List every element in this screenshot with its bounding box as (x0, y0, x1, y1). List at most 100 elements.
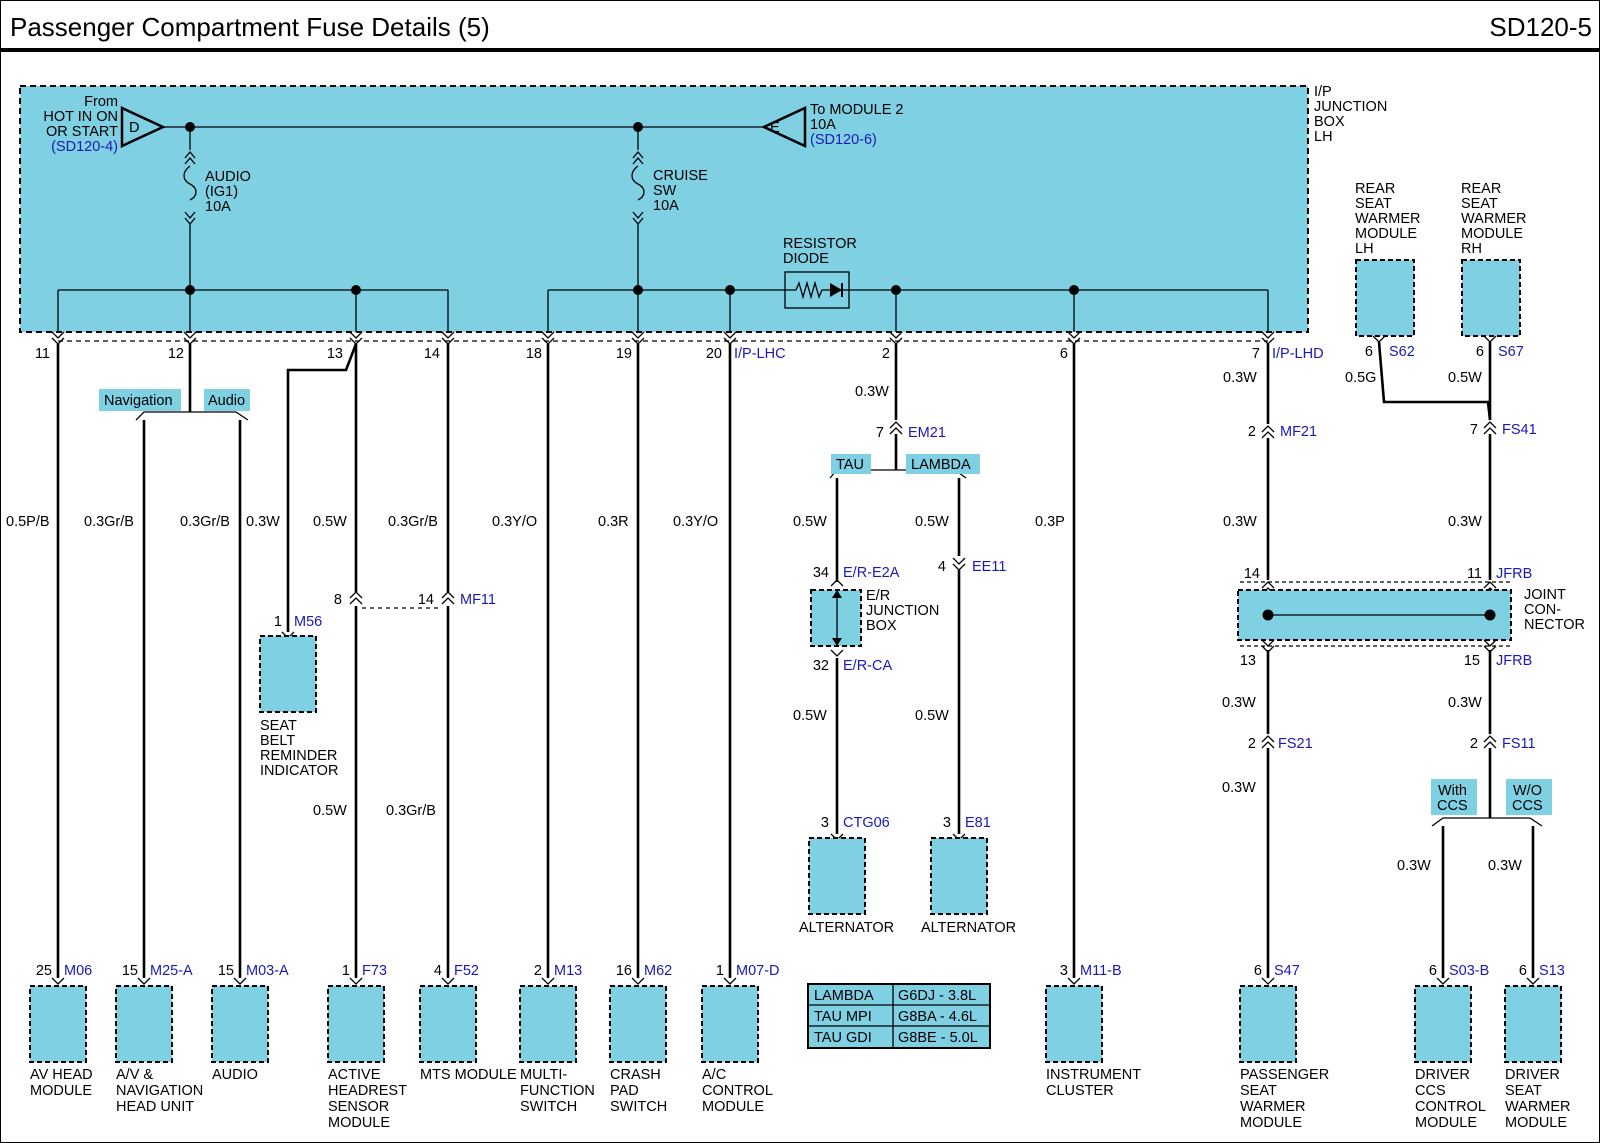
svg-text:G6DJ - 3.8L: G6DJ - 3.8L (898, 988, 976, 1004)
svg-text:CCS: CCS (1437, 798, 1468, 814)
joint-connector: 14 11 JFRB 13 15 JFRB JOINT CON- NECTOR (1237, 566, 1585, 669)
svg-text:0.3W: 0.3W (1223, 370, 1257, 386)
svg-text:CCS: CCS (1512, 798, 1543, 814)
engine-table: LAMBDA G6DJ - 3.8L TAU MPI G8BA - 4.6L T… (807, 983, 991, 1049)
svg-text:SW: SW (653, 183, 677, 199)
module-name: MODULE (1240, 1115, 1302, 1131)
module-name: CONTROL (702, 1083, 773, 1099)
svg-text:14: 14 (1244, 566, 1260, 582)
module-box (211, 985, 269, 1063)
module-name: MODULE (328, 1115, 390, 1131)
svg-text:14: 14 (424, 346, 440, 362)
svg-text:3: 3 (821, 815, 829, 831)
module-pin: 4 (434, 963, 442, 979)
svg-text:MODULE: MODULE (1355, 226, 1417, 242)
svg-text:WARMER: WARMER (1461, 211, 1527, 227)
svg-text:W/O: W/O (1513, 783, 1542, 799)
svg-text:E/R-CA: E/R-CA (843, 658, 892, 674)
module-box (519, 985, 577, 1063)
svg-text:SEAT: SEAT (260, 718, 297, 734)
svg-text:11: 11 (35, 346, 50, 362)
svg-text:EM21: EM21 (908, 425, 946, 441)
svg-text:BELT: BELT (260, 733, 295, 749)
svg-text:DIODE: DIODE (783, 251, 829, 267)
to-module-2: E To MODULE 2 10A (SD120-6) (761, 102, 903, 148)
svg-text:2: 2 (1248, 736, 1256, 752)
svg-text:12: 12 (168, 346, 184, 362)
svg-text:18: 18 (526, 346, 542, 362)
svg-text:7: 7 (876, 425, 884, 441)
module-box (701, 985, 759, 1063)
module-connector: S03-B (1449, 963, 1489, 979)
module-pin: 1 (342, 963, 350, 979)
svg-text:14: 14 (418, 592, 434, 608)
svg-text:LH: LH (1355, 241, 1374, 257)
svg-text:0.3Gr/B: 0.3Gr/B (180, 514, 230, 530)
module-name: MODULE (30, 1083, 92, 1099)
svg-text:1: 1 (274, 614, 282, 630)
svg-text:0.3W: 0.3W (1448, 514, 1482, 530)
module-connector: M13 (554, 963, 582, 979)
svg-text:REMINDER: REMINDER (260, 748, 337, 764)
wires (56, 341, 1535, 978)
module-box (1045, 985, 1103, 1063)
svg-text:LH: LH (1314, 129, 1333, 145)
svg-text:From: From (84, 94, 118, 110)
module-name: INSTRUMENT (1046, 1067, 1141, 1083)
module-pin: 25 (36, 963, 52, 979)
svg-text:I/P-LHC: I/P-LHC (734, 346, 786, 362)
svg-text:0.5W: 0.5W (915, 514, 949, 530)
svg-text:REAR: REAR (1461, 181, 1501, 197)
alternator-lambda: 3 E81 ALTERNATOR (921, 815, 1016, 936)
svg-text:0.3Gr/B: 0.3Gr/B (386, 803, 436, 819)
svg-text:0.5W: 0.5W (793, 708, 827, 724)
module-name: MTS MODULE (420, 1067, 517, 1083)
svg-text:8: 8 (334, 592, 342, 608)
module-name: AUDIO (212, 1067, 258, 1083)
module-pin: 3 (1060, 963, 1068, 979)
svg-text:JUNCTION: JUNCTION (1314, 99, 1387, 115)
svg-text:0.3W: 0.3W (1448, 695, 1482, 711)
module-connector: M06 (64, 963, 92, 979)
svg-text:0.5P/B: 0.5P/B (6, 514, 50, 530)
module-box (327, 985, 385, 1063)
svg-text:3: 3 (943, 815, 951, 831)
branch-labels: Navigation Audio TAU LAMBDA With CCS W/O… (99, 389, 1552, 815)
svg-text:0.3Y/O: 0.3Y/O (492, 514, 537, 530)
svg-text:0.3W: 0.3W (1488, 858, 1522, 874)
svg-text:0.3W: 0.3W (1397, 858, 1431, 874)
module-name: MODULE (702, 1099, 764, 1115)
rear-seat-warmer-lh: REAR SEAT WARMER MODULE LH (1355, 181, 1421, 337)
module-pin: 1 (716, 963, 724, 979)
module-connector: M03-A (246, 963, 289, 979)
module-pin: 6 (1429, 963, 1437, 979)
junction-dots (185, 122, 1079, 295)
svg-text:TAU MPI: TAU MPI (814, 1009, 872, 1025)
ipjb-connector-marks (51, 331, 1275, 345)
svg-text:ALTERNATOR: ALTERNATOR (799, 920, 894, 936)
ipjb-pin-numbers: 11 12 13 14 18 19 20 I/P-LHC 2 6 7 I/P-L… (35, 346, 1324, 362)
alternator-tau: 3 CTG06 ALTERNATOR (799, 815, 894, 936)
svg-text:ALTERNATOR: ALTERNATOR (921, 920, 1016, 936)
diagram-code: SD120-5 (1489, 12, 1592, 42)
svg-text:HOT IN ON: HOT IN ON (43, 109, 118, 125)
svg-text:BOX: BOX (866, 618, 897, 634)
module-connector: S47 (1274, 963, 1300, 979)
svg-text:Audio: Audio (208, 393, 245, 409)
svg-text:0.5W: 0.5W (1448, 370, 1482, 386)
module-name: SWITCH (520, 1099, 577, 1115)
svg-text:I/P-LHD: I/P-LHD (1272, 346, 1324, 362)
svg-text:19: 19 (616, 346, 632, 362)
svg-text:FS21: FS21 (1278, 736, 1313, 752)
svg-text:AUDIO: AUDIO (205, 169, 251, 185)
seat-belt-reminder-indicator: 1 M56 SEAT BELT REMINDER INDICATOR (259, 614, 338, 779)
svg-text:E/R-E2A: E/R-E2A (843, 565, 900, 581)
svg-text:15: 15 (1464, 653, 1480, 669)
module-name: SEAT (1240, 1083, 1277, 1099)
module-name: SWITCH (610, 1099, 667, 1115)
